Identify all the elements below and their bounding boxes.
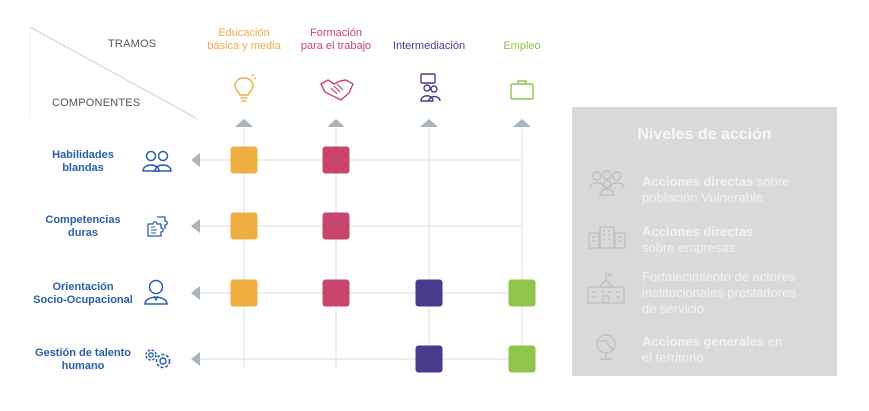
population-icon (589, 170, 625, 196)
cell-square (508, 345, 536, 373)
cell-square (230, 212, 258, 240)
cell-square (415, 279, 443, 307)
componentes-header: COMPONENTES (52, 97, 141, 109)
legend-item-empresas: Acciones directas sobre empresas (642, 224, 754, 255)
institution-icon (587, 272, 625, 304)
gears-icon (145, 349, 171, 369)
lightbulb-icon (234, 73, 257, 102)
niveles-de-accion-panel (572, 107, 837, 376)
buildings-icon (588, 226, 626, 249)
globe-icon (596, 334, 616, 360)
row-arrow-left (191, 219, 200, 233)
cell-square (230, 146, 258, 174)
meeting-icon (420, 73, 441, 102)
cell-square (322, 146, 350, 174)
cell-square (230, 279, 258, 307)
legend-item-fortalecimiento: Fortalecimiento de actores institucional… (642, 269, 796, 316)
legend-title: Niveles de acción (637, 126, 772, 143)
tramos-header: TRAMOS (108, 38, 157, 50)
cell-square (322, 279, 350, 307)
row-arrow-left (191, 286, 200, 300)
column-arrow-up (327, 119, 345, 127)
column-title-empleo: Empleo (503, 40, 541, 52)
briefcase-icon (510, 80, 534, 100)
row-arrow-left (191, 352, 200, 366)
row-arrow-left (191, 153, 200, 167)
column-arrow-up (420, 119, 438, 127)
handshake-icon (320, 79, 354, 101)
column-title-intermediacion: Intermediación (392, 40, 466, 52)
column-arrow-up (513, 119, 531, 127)
column-arrow-up (235, 119, 253, 127)
puzzle-icon (147, 216, 168, 237)
cell-square (415, 345, 443, 373)
legend-item-poblacion: Acciones directas sobre población Vulner… (642, 174, 790, 205)
cell-square (508, 279, 536, 307)
person-icon (144, 279, 168, 305)
legend-item-territorio: Acciones generales en el territorio (642, 334, 783, 365)
cell-square (322, 212, 350, 240)
people-icon (142, 150, 172, 172)
